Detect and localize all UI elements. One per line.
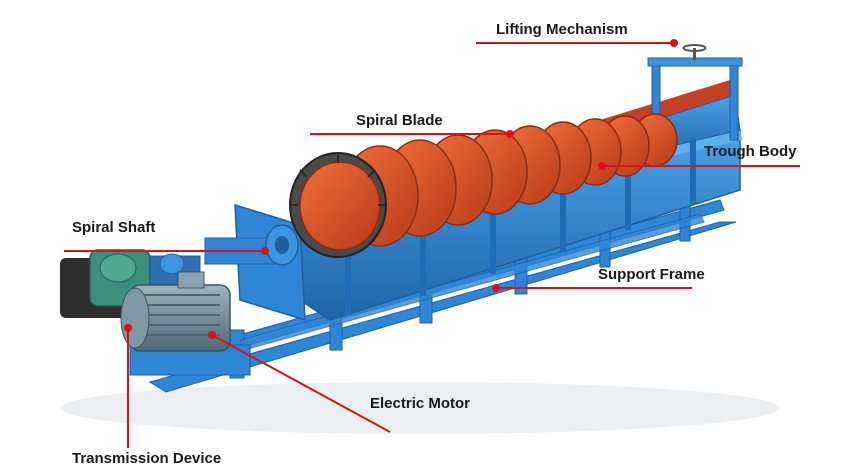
support-frame-label: Support Frame: [598, 266, 705, 283]
transmission-device-label: Transmission Device: [72, 450, 222, 467]
electric-motor-label: Electric Motor: [370, 395, 471, 412]
lifting-mechanism: [647, 44, 743, 141]
spiral-shaft-label: Spiral Shaft: [72, 219, 156, 236]
lifting-mechanism-label: Lifting Mechanism: [496, 21, 628, 38]
trough-body-label: Trough Body: [704, 143, 797, 160]
spiral-blade-label: Spiral Blade: [356, 112, 443, 129]
spiral-blades: [289, 113, 678, 258]
leader-lines: [64, 39, 800, 448]
electric-motor: [120, 271, 251, 376]
ground-shadow: [60, 382, 780, 434]
